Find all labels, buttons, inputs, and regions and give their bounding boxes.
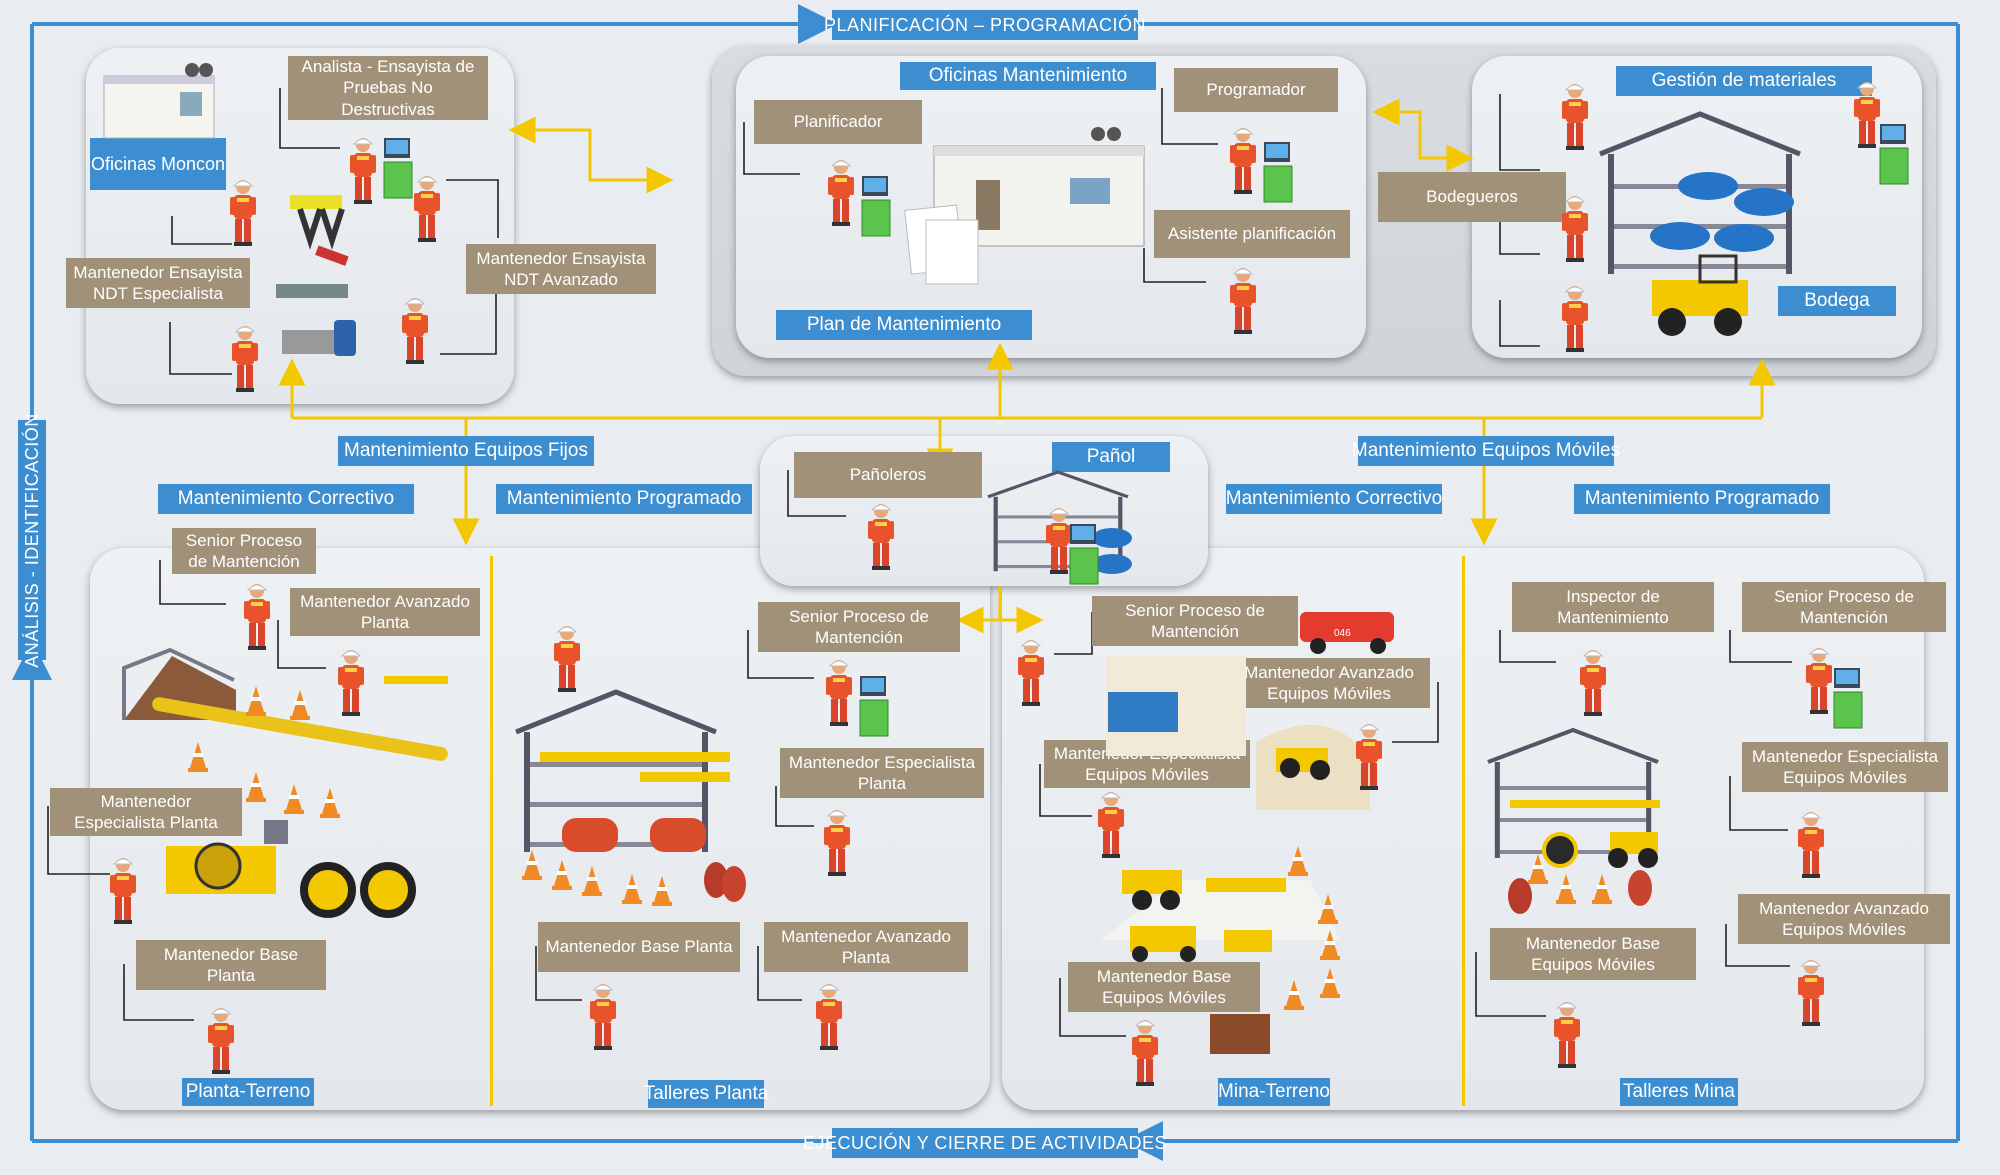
- role-mina-talleres-base: Mantenedor Base Equipos Móviles: [1490, 928, 1696, 980]
- label-fijos-programado: Mantenimiento Programado: [496, 484, 752, 514]
- role-ensayista-ndt-especialista: Mantenedor Ensayista NDT Especialista: [66, 258, 250, 308]
- label-moviles-programado: Mantenimiento Programado: [1574, 484, 1830, 514]
- title-bodega: Bodega: [1778, 286, 1896, 316]
- label-fijos-correctivo: Mantenimiento Correctivo: [158, 484, 414, 514]
- role-planta-avanzado: Mantenedor Avanzado Planta: [290, 588, 480, 636]
- title-oficinas-mantenimiento: Oficinas Mantenimiento: [900, 62, 1156, 90]
- role-planta-especialista: Mantenedor Especialista Planta: [50, 788, 242, 836]
- role-mina-especialista: Mantenedor Especialista Equipos Móviles: [1044, 740, 1250, 788]
- title-panol: Pañol: [1052, 442, 1170, 472]
- title-mina-terreno: Mina-Terreno: [1218, 1078, 1330, 1106]
- role-talleres-senior: Senior Proceso de Mantención: [758, 602, 960, 652]
- role-ensayista-ndt-avanzado: Mantenedor Ensayista NDT Avanzado: [466, 244, 656, 294]
- title-oficinas-moncon: Oficinas Moncon: [90, 138, 226, 190]
- role-programador: Programador: [1174, 68, 1338, 112]
- title-gestion-materiales: Gestión de materiales: [1616, 66, 1872, 96]
- role-planta-senior: Senior Proceso de Mantención: [172, 528, 316, 574]
- divider-fijos: [490, 556, 493, 1106]
- role-talleres-base: Mantenedor Base Planta: [538, 922, 740, 972]
- role-talleres-especialista: Mantenedor Especialista Planta: [780, 748, 984, 798]
- title-planta-terreno: Planta-Terreno: [182, 1078, 314, 1106]
- role-asistente-planificacion: Asistente planificación: [1154, 210, 1350, 258]
- role-analista-ensayista: Analista - Ensayista de Pruebas No Destr…: [288, 56, 488, 120]
- label-moviles-correctivo: Mantenimiento Correctivo: [1226, 484, 1442, 514]
- title-talleres-planta: Talleres Planta: [644, 1080, 768, 1108]
- cycle-left-label: ANÁLISIS - IDENTIFICACIÓN: [18, 413, 46, 667]
- title-talleres-mina: Talleres Mina: [1620, 1078, 1738, 1106]
- role-mina-talleres-senior: Senior Proceso de Mantención: [1742, 582, 1946, 632]
- role-bodegueros: Bodegueros: [1378, 172, 1566, 222]
- role-talleres-avanzado: Mantenedor Avanzado Planta: [764, 922, 968, 972]
- cycle-bottom-label: EJECUCIÓN Y CIERRE DE ACTIVIDADES: [803, 1128, 1166, 1158]
- divider-moviles: [1462, 556, 1465, 1106]
- role-mina-talleres-avanzado: Mantenedor Avanzado Equipos Móviles: [1738, 894, 1950, 944]
- role-mina-senior: Senior Proceso de Mantención: [1092, 596, 1298, 646]
- role-mina-inspector: Inspector de Mantenimiento: [1512, 582, 1714, 632]
- cycle-top-label: PLANIFICACIÓN – PROGRAMACIÓN: [824, 10, 1146, 40]
- label-mantenimiento-equipos-moviles: Mantenimiento Equipos Móviles: [1352, 436, 1620, 466]
- role-mina-avanzado: Mantenedor Avanzado Equipos Móviles: [1228, 658, 1430, 708]
- role-planta-base: Mantenedor Base Planta: [136, 940, 326, 990]
- role-mina-base: Mantenedor Base Equipos Móviles: [1068, 962, 1260, 1012]
- role-mina-talleres-especialista: Mantenedor Especialista Equipos Móviles: [1742, 742, 1948, 792]
- role-panoleros: Pañoleros: [794, 452, 982, 498]
- label-mantenimiento-equipos-fijos: Mantenimiento Equipos Fijos: [338, 436, 594, 466]
- role-planificador: Planificador: [754, 100, 922, 144]
- title-plan-mantenimiento: Plan de Mantenimiento: [776, 310, 1032, 340]
